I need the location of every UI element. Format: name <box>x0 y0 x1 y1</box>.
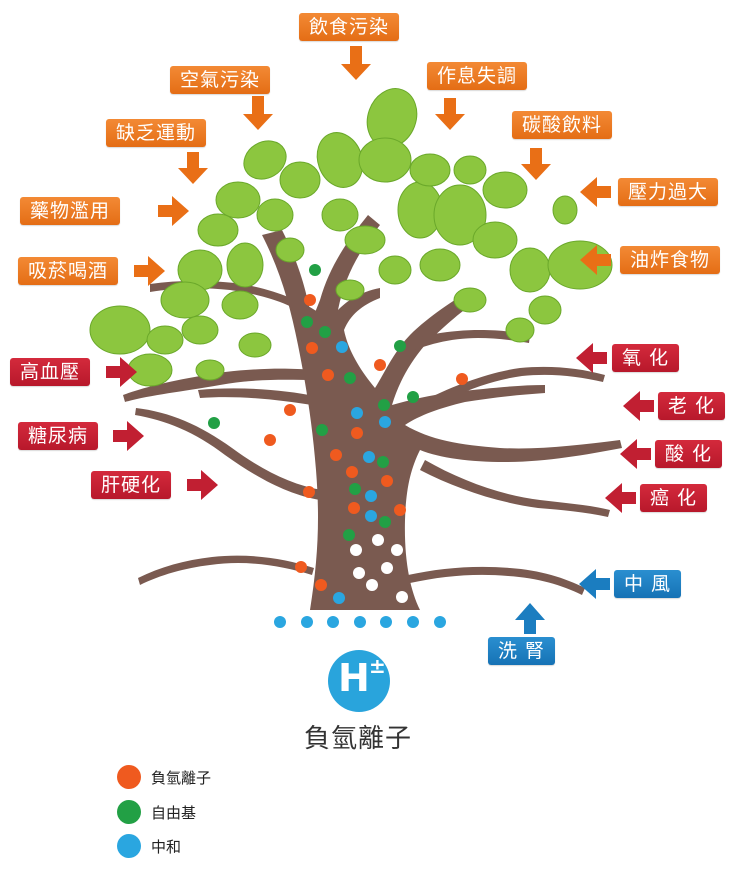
molecule-dots <box>208 264 468 604</box>
remedy-label-stroke: 中 風 <box>614 570 682 598</box>
cause-arrows <box>134 46 611 286</box>
remedy-label-dialysis: 洗 腎 <box>488 637 556 665</box>
legend-item-negative-hydrogen: 負氫離子 <box>117 765 211 789</box>
cause-label-smoking: 吸菸喝酒 <box>18 257 119 285</box>
disease-label-oxidation: 氧 化 <box>612 344 680 372</box>
cause-label-air: 空氣污染 <box>170 66 271 94</box>
legend-swatch-blue <box>117 834 141 858</box>
legend-swatch-orange <box>117 765 141 789</box>
disease-label-cancer: 癌 化 <box>640 484 708 512</box>
hydrogen-ion-icon: H ± <box>328 650 390 712</box>
cause-label-routine: 作息失調 <box>427 62 528 90</box>
disease-label-acidification: 酸 化 <box>655 440 723 468</box>
tree-leaves <box>89 88 613 387</box>
remedy-arrows <box>515 569 610 634</box>
disease-arrows <box>106 343 654 513</box>
disease-label-cirrhosis: 肝硬化 <box>91 471 172 499</box>
disease-label-diabetes: 糖尿病 <box>18 422 99 450</box>
disease-label-hypertension: 高血壓 <box>10 358 91 386</box>
disease-label-aging: 老 化 <box>658 392 726 420</box>
legend-swatch-green <box>117 800 141 824</box>
hydrogen-ion-title: 負氫離子 <box>304 724 413 754</box>
cause-label-exercise: 缺乏運動 <box>106 119 207 147</box>
cause-label-drugs: 藥物濫用 <box>20 197 121 225</box>
cause-label-stress: 壓力過大 <box>618 178 719 206</box>
legend-item-free-radical: 自由基 <box>117 800 196 824</box>
cause-label-fried: 油炸食物 <box>620 246 721 274</box>
cause-label-diet: 飲食污染 <box>299 13 400 41</box>
legend-item-neutralized: 中和 <box>117 834 181 858</box>
cause-label-soda: 碳酸飲料 <box>512 111 613 139</box>
ground-dots <box>274 616 446 628</box>
